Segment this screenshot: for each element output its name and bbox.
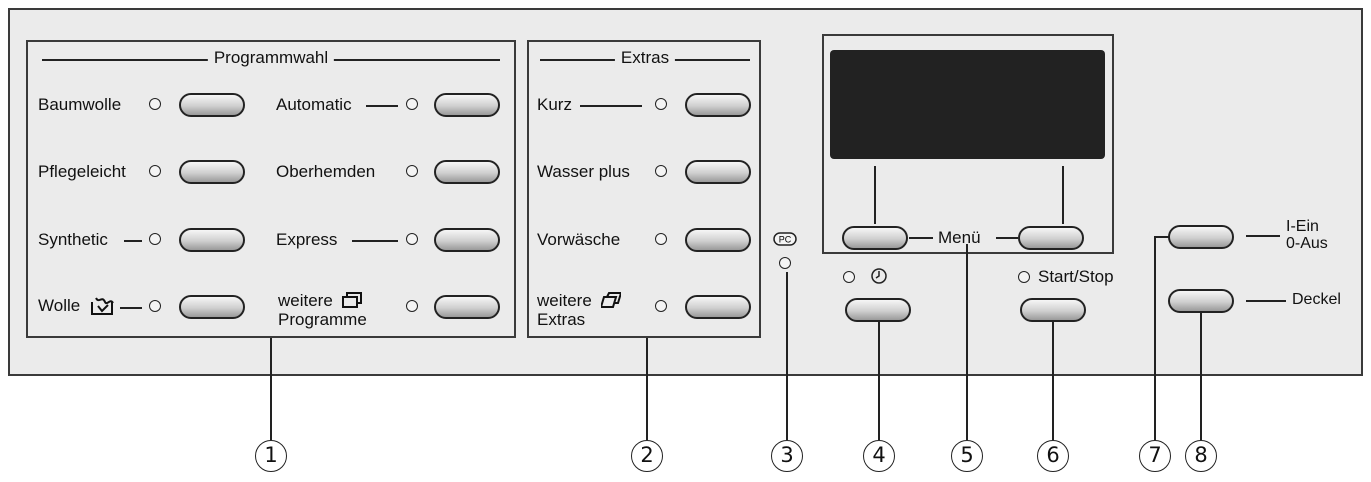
extras-group bbox=[527, 40, 761, 338]
extras-button-weitere-extras[interactable] bbox=[685, 295, 751, 319]
power-label-line2: 0-Aus bbox=[1286, 235, 1328, 252]
extras-label-weitere-line1: weitere bbox=[537, 291, 592, 310]
pc-icon: PC bbox=[773, 232, 797, 246]
more-programs-icon bbox=[341, 292, 362, 308]
program-label-wolle: Wolle bbox=[38, 296, 81, 315]
program-led-automatic bbox=[406, 98, 418, 110]
program-led-baumwolle bbox=[149, 98, 161, 110]
program-button-pflegeleicht[interactable] bbox=[179, 160, 245, 184]
program-label-weitere: weitere Programme bbox=[278, 291, 367, 329]
wool-icon bbox=[90, 294, 116, 316]
display-screen bbox=[830, 50, 1105, 159]
callout-leader-6 bbox=[1052, 322, 1054, 440]
program-label-automatic: Automatic bbox=[276, 95, 352, 114]
menu-left-button[interactable] bbox=[842, 226, 908, 250]
callout-2: 2 bbox=[631, 440, 663, 472]
callout-leader-7 bbox=[1154, 236, 1156, 440]
callout-5: 5 bbox=[951, 440, 983, 472]
menu-right-button[interactable] bbox=[1018, 226, 1084, 250]
deckel-leader bbox=[1246, 300, 1286, 302]
callout-leader-5 bbox=[966, 244, 968, 440]
pc-label: PC bbox=[779, 235, 792, 245]
extras-label-weitere-line2: Extras bbox=[537, 310, 586, 329]
program-label-weitere-line1: weitere bbox=[278, 291, 333, 310]
start-stop-led bbox=[1018, 271, 1030, 283]
program-leader-wolle bbox=[120, 307, 142, 309]
deckel-label: Deckel bbox=[1292, 291, 1341, 308]
display-leader-left bbox=[874, 166, 876, 224]
program-button-weitere-programme[interactable] bbox=[434, 295, 500, 319]
power-label: I-Ein 0-Aus bbox=[1286, 218, 1328, 252]
extras-label-weitere: weitere Extras bbox=[537, 291, 621, 329]
timer-icon bbox=[870, 267, 888, 285]
program-label-oberhemden: Oberhemden bbox=[276, 162, 376, 181]
program-label-baumwolle: Baumwolle bbox=[38, 95, 122, 114]
start-stop-label: Start/Stop bbox=[1038, 267, 1114, 286]
power-label-line1: I-Ein bbox=[1286, 218, 1319, 235]
program-leader-automatic bbox=[366, 105, 398, 107]
timer-led bbox=[843, 271, 855, 283]
callout-8: 8 bbox=[1185, 440, 1217, 472]
menu-label: Menü bbox=[938, 228, 981, 247]
extras-led-vorwaesche bbox=[655, 233, 667, 245]
start-stop-button[interactable] bbox=[1020, 298, 1086, 322]
extras-title: Extras bbox=[614, 48, 676, 68]
program-button-synthetic[interactable] bbox=[179, 228, 245, 252]
extras-button-kurz[interactable] bbox=[685, 93, 751, 117]
extras-led-kurz bbox=[655, 98, 667, 110]
callout-7: 7 bbox=[1139, 440, 1171, 472]
callout-leader-1 bbox=[270, 338, 272, 440]
extras-label-kurz: Kurz bbox=[537, 95, 572, 114]
deckel-button[interactable] bbox=[1168, 289, 1234, 313]
extras-button-wasser-plus[interactable] bbox=[685, 160, 751, 184]
extras-label-wasser-plus: Wasser plus bbox=[537, 162, 630, 181]
pc-led bbox=[779, 257, 791, 269]
more-extras-icon bbox=[600, 292, 621, 308]
extras-led-weitere bbox=[655, 300, 667, 312]
callout-3: 3 bbox=[771, 440, 803, 472]
callout-6: 6 bbox=[1037, 440, 1069, 472]
display-leader-right bbox=[1062, 166, 1064, 224]
callout-leader-3 bbox=[786, 272, 788, 440]
program-label-express: Express bbox=[276, 230, 338, 249]
program-led-synthetic bbox=[149, 233, 161, 245]
extras-label-vorwaesche: Vorwäsche bbox=[537, 230, 621, 249]
program-button-wolle[interactable] bbox=[179, 295, 245, 319]
extras-leader-kurz bbox=[580, 105, 642, 107]
callout-leader-4 bbox=[878, 322, 880, 440]
power-leader bbox=[1246, 235, 1280, 237]
extras-led-wasser-plus bbox=[655, 165, 667, 177]
program-led-express bbox=[406, 233, 418, 245]
programmwahl-group bbox=[26, 40, 516, 338]
program-button-baumwolle[interactable] bbox=[179, 93, 245, 117]
program-led-wolle bbox=[149, 300, 161, 312]
program-leader-express bbox=[352, 240, 398, 242]
power-button[interactable] bbox=[1168, 225, 1234, 249]
programmwahl-title: Programmwahl bbox=[207, 48, 335, 68]
program-label-weitere-line2: Programme bbox=[278, 310, 367, 329]
extras-button-vorwaesche[interactable] bbox=[685, 228, 751, 252]
program-button-express[interactable] bbox=[434, 228, 500, 252]
program-label-pflegeleicht: Pflegeleicht bbox=[38, 162, 126, 181]
program-led-pflegeleicht bbox=[149, 165, 161, 177]
program-button-oberhemden[interactable] bbox=[434, 160, 500, 184]
program-led-oberhemden bbox=[406, 165, 418, 177]
menu-leader-right bbox=[996, 237, 1018, 239]
callout-4: 4 bbox=[863, 440, 895, 472]
program-label-synthetic: Synthetic bbox=[38, 230, 108, 249]
callout-leader-2 bbox=[646, 338, 648, 440]
timer-button[interactable] bbox=[845, 298, 911, 322]
program-leader-synthetic bbox=[124, 240, 142, 242]
program-button-automatic[interactable] bbox=[434, 93, 500, 117]
display-frame bbox=[822, 34, 1114, 254]
menu-leader-left bbox=[909, 237, 933, 239]
callout-leader-8 bbox=[1200, 312, 1202, 440]
callout-leader-7-elbow bbox=[1154, 236, 1170, 238]
callout-1: 1 bbox=[255, 440, 287, 472]
program-led-weitere bbox=[406, 300, 418, 312]
